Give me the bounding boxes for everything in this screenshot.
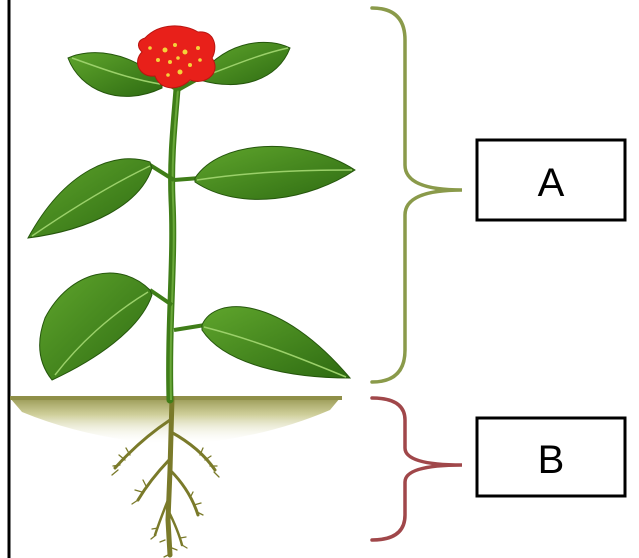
leaves	[28, 42, 355, 380]
leaf-middle-right	[195, 146, 355, 199]
leaf-lower-left	[40, 273, 152, 380]
shoot-brace	[372, 8, 462, 382]
stem	[150, 72, 210, 400]
label-shoot: A	[538, 161, 565, 205]
label-box-shoot: A	[477, 140, 625, 220]
soil	[10, 396, 342, 445]
leaf-lower-right	[202, 307, 350, 378]
label-box-root: B	[477, 418, 625, 496]
label-root: B	[538, 438, 565, 482]
root-brace	[372, 398, 462, 540]
